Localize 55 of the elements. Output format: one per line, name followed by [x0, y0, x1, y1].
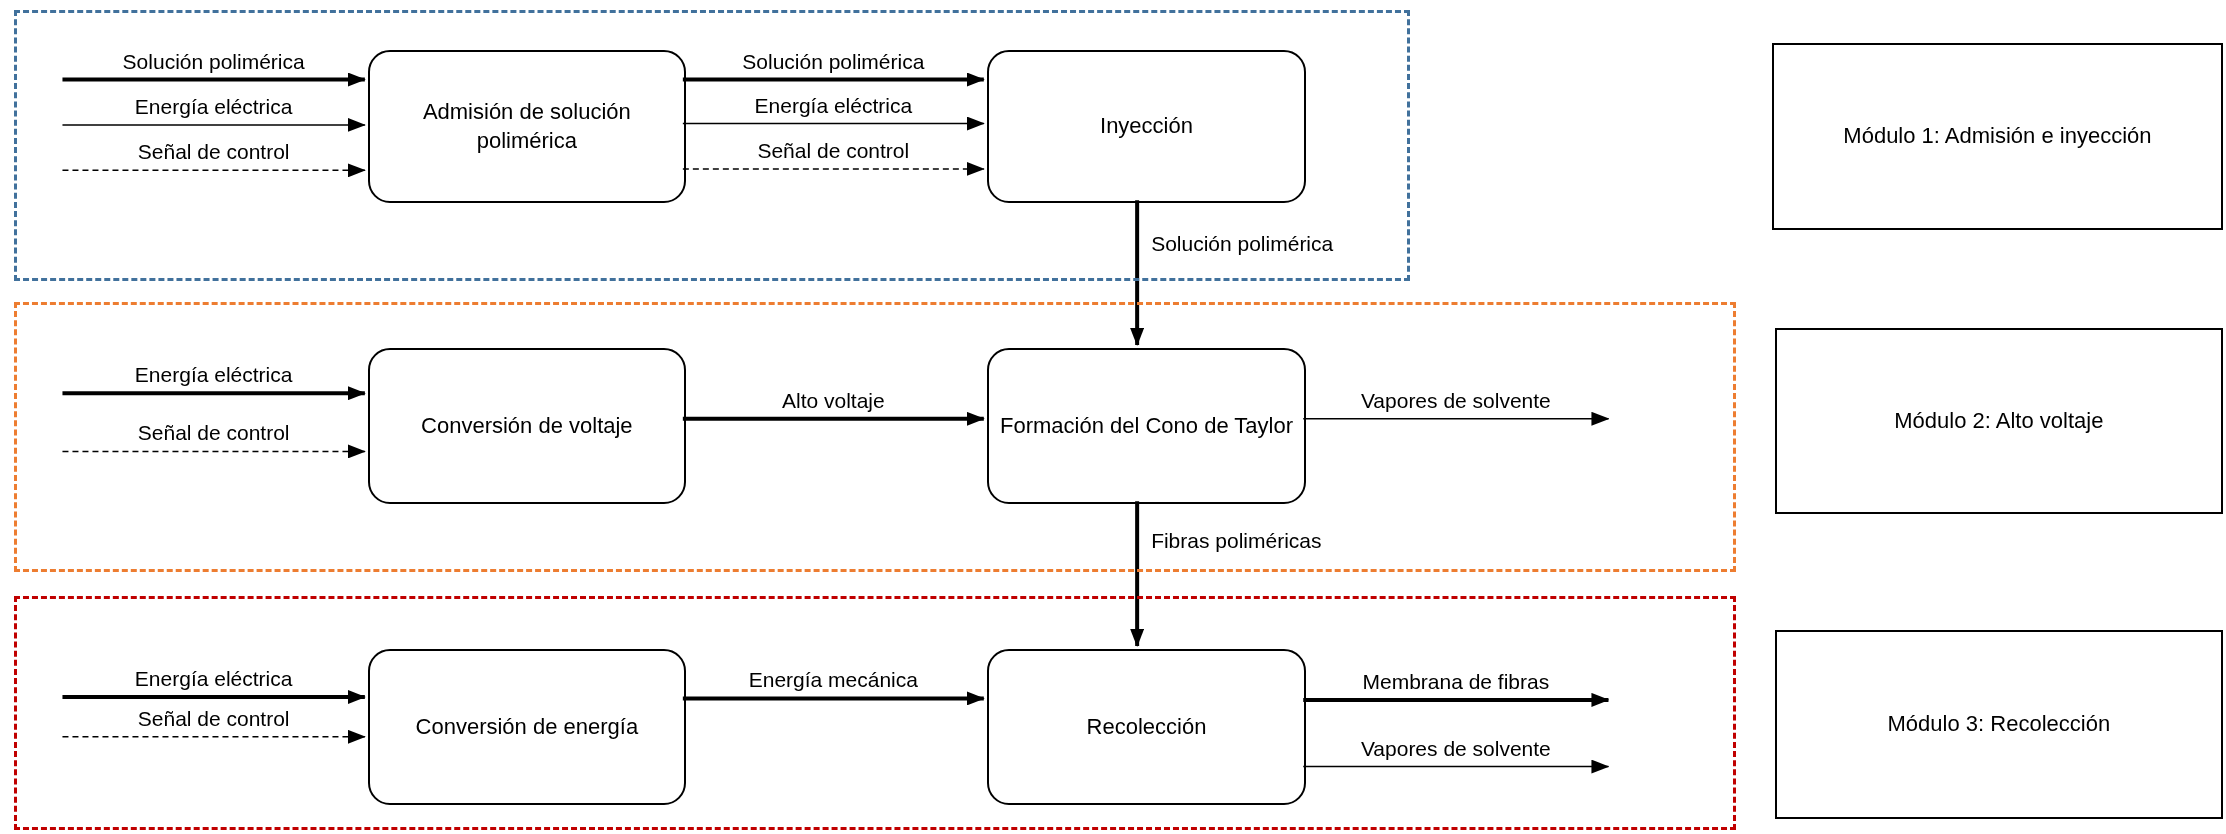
arrow — [1302, 759, 1610, 774]
edge-label: Energía eléctrica — [754, 93, 913, 118]
edge-label: Vapores de solvente — [1360, 736, 1551, 761]
arrow — [682, 691, 985, 706]
function-box — [367, 49, 686, 204]
arrow — [62, 690, 366, 705]
edge-label: Membrana de fibras — [1362, 669, 1550, 694]
edge-label: Solución polimérica — [1151, 232, 1334, 257]
arrow — [1302, 411, 1610, 426]
function-box — [986, 49, 1307, 204]
edge-label: Vapores de solvente — [1360, 388, 1551, 413]
box-label: Formación del Cono de Taylor — [998, 411, 1295, 440]
edge-label: Energía eléctrica — [134, 363, 293, 388]
edge-label: Señal de control — [137, 140, 290, 165]
arrow — [61, 117, 366, 132]
edge-label: Alto voltaje — [781, 388, 885, 413]
arrow — [62, 72, 366, 87]
edge-label: Señal de control — [757, 138, 910, 163]
edge-label: Señal de control — [137, 421, 290, 446]
module-dashed-frame — [14, 596, 1737, 831]
module-label-box — [1774, 630, 2224, 820]
module-dashed-frame — [14, 302, 1737, 573]
function-box — [986, 648, 1307, 806]
arrow — [1130, 200, 1145, 346]
box-label: Inyección — [1099, 112, 1194, 141]
arrow — [682, 161, 985, 176]
edge-label: Solución polimérica — [122, 49, 305, 74]
box-label: Conversión de energía — [414, 712, 640, 741]
module-label-box — [1774, 327, 2224, 514]
edge-label: Señal de control — [137, 706, 290, 731]
box-label: Admisión de solución polimérica — [421, 97, 632, 155]
arrow — [1130, 501, 1145, 647]
arrow — [682, 72, 985, 87]
box-label: Módulo 3: Recolección — [1886, 710, 2112, 739]
edge-label: Fibras poliméricas — [1151, 528, 1322, 553]
box-label: Recolección — [1085, 712, 1208, 741]
function-box — [367, 347, 686, 505]
module-dashed-frame — [14, 9, 1410, 282]
box-label: Conversión de voltaje — [420, 411, 634, 440]
module-label-box — [1771, 42, 2224, 230]
arrow — [61, 729, 366, 744]
edge-label: Energía eléctrica — [134, 94, 293, 119]
box-label: Módulo 1: Admisión e inyección — [1842, 121, 2153, 150]
arrow — [682, 116, 985, 131]
edge-label: Solución polimérica — [742, 49, 925, 74]
function-box — [367, 648, 686, 806]
arrow — [682, 411, 985, 426]
arrow — [61, 163, 366, 178]
arrow — [62, 386, 366, 401]
box-label: Módulo 2: Alto voltaje — [1893, 406, 2105, 435]
edge-label: Energía eléctrica — [134, 667, 293, 692]
arrow — [1303, 692, 1610, 707]
arrow — [61, 444, 366, 459]
edge-label: Energía mecánica — [748, 668, 918, 693]
function-box — [986, 347, 1307, 505]
